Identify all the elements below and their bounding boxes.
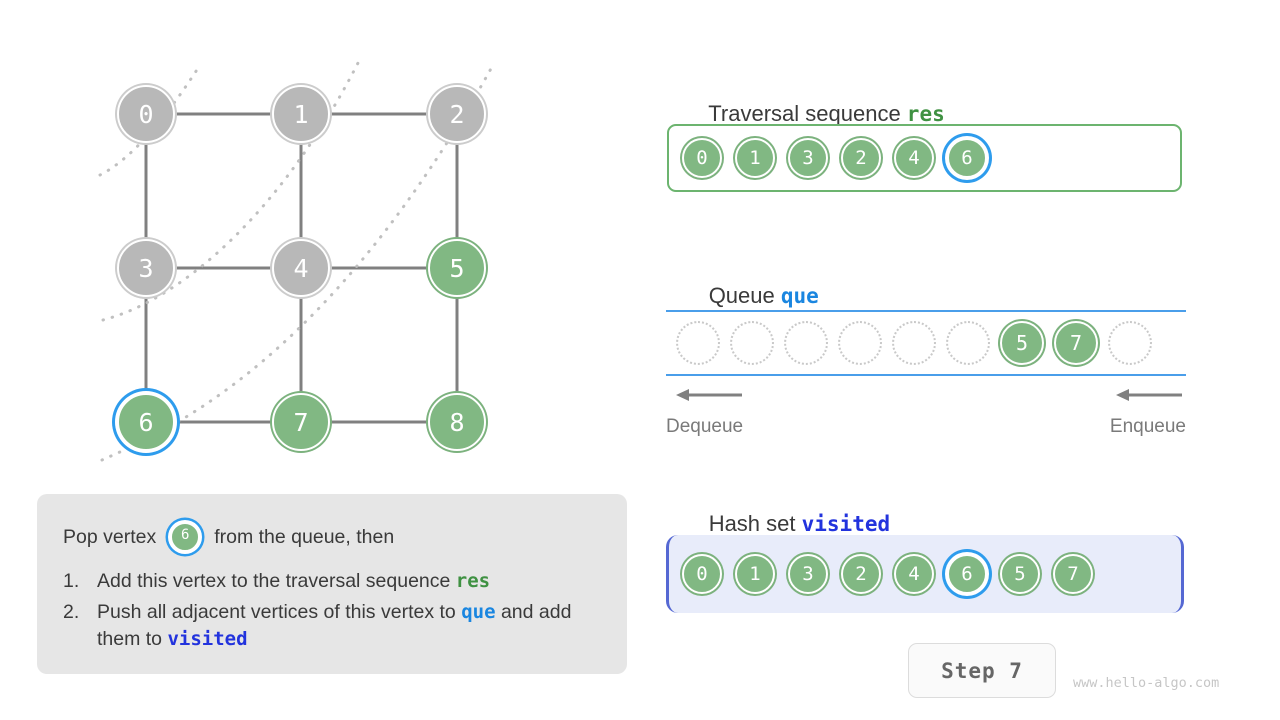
queue-rail-bottom — [666, 374, 1186, 376]
res-item-3[interactable]: 2 — [841, 138, 881, 178]
description-step-text: Add this vertex to the traversal sequenc… — [97, 570, 491, 592]
code-token-visited: visited — [167, 628, 248, 650]
from-queue-text: from the queue, then — [214, 525, 395, 548]
graph-node-5[interactable]: 5 — [428, 239, 486, 297]
description-step-number: 2. — [63, 601, 80, 623]
queue-slot-empty-0[interactable] — [676, 321, 720, 365]
graph-node-4[interactable]: 4 — [272, 239, 330, 297]
hashset-item-2[interactable]: 3 — [788, 554, 828, 594]
res-item-5[interactable]: 6 — [947, 138, 987, 178]
res-item-1[interactable]: 1 — [735, 138, 775, 178]
queue-item-6[interactable]: 5 — [1000, 321, 1044, 365]
graph-node-7[interactable]: 7 — [272, 393, 330, 451]
hashset-item-5[interactable]: 6 — [947, 554, 987, 594]
graph-node-3[interactable]: 3 — [117, 239, 175, 297]
graph-node-8[interactable]: 8 — [428, 393, 486, 451]
queue-slot-empty-2[interactable] — [784, 321, 828, 365]
enqueue-label: Enqueue — [1109, 416, 1186, 437]
queue-slot-empty-8[interactable] — [1108, 321, 1152, 365]
res-section-title: Traversal sequence res — [672, 75, 945, 153]
description-step-text: Push all adjacent vertices of this verte… — [97, 601, 572, 650]
res-item-0[interactable]: 0 — [682, 138, 722, 178]
queue-slot-empty-5[interactable] — [946, 321, 990, 365]
dequeue-arrow-icon — [676, 389, 742, 401]
graph-node-1[interactable]: 1 — [272, 85, 330, 143]
queue-title-text: Queue — [708, 283, 781, 308]
queue-title-code: que — [780, 284, 819, 308]
code-token-res: res — [455, 570, 491, 592]
watermark: www.hello-algo.com — [1073, 675, 1220, 691]
hashset-item-3[interactable]: 2 — [841, 554, 881, 594]
queue-rail-top — [666, 310, 1186, 312]
graph-node-6[interactable]: 6 — [117, 393, 175, 451]
graph-node-2[interactable]: 2 — [428, 85, 486, 143]
queue-item-7[interactable]: 7 — [1054, 321, 1098, 365]
description-line-1: Pop vertex 6 from the queue, then — [63, 520, 601, 554]
queue-slot-empty-1[interactable] — [730, 321, 774, 365]
description-step-1: 1. Add this vertex to the traversal seque… — [63, 568, 601, 595]
hashset-item-7[interactable]: 7 — [1053, 554, 1093, 594]
queue-section-title: Queue que — [672, 257, 819, 335]
pop-vertex-text: Pop vertex — [63, 525, 157, 548]
step-badge: Step 7 — [908, 643, 1056, 698]
description-steps-list: 1. Add this vertex to the traversal seque… — [63, 568, 601, 653]
hashset-section-title: Hash set visited — [672, 485, 890, 563]
queue-slot-empty-4[interactable] — [892, 321, 936, 365]
res-title-code: res — [906, 102, 945, 126]
dequeue-label: Dequeue — [666, 416, 744, 437]
res-item-2[interactable]: 3 — [788, 138, 828, 178]
graph-node-0[interactable]: 0 — [117, 85, 175, 143]
queue-slot-empty-3[interactable] — [838, 321, 882, 365]
hashset-item-6[interactable]: 5 — [1000, 554, 1040, 594]
res-title-text: Traversal sequence — [708, 101, 907, 126]
popped-vertex-badge: 6 — [170, 522, 201, 552]
description-step-number: 1. — [63, 570, 80, 592]
hashset-item-0[interactable]: 0 — [682, 554, 722, 594]
hashset-item-1[interactable]: 1 — [735, 554, 775, 594]
hashset-item-4[interactable]: 4 — [894, 554, 934, 594]
code-token-que: que — [461, 601, 496, 623]
enqueue-arrow-icon — [1116, 389, 1182, 401]
hashset-title-text: Hash set — [708, 511, 802, 536]
hashset-title-code: visited — [801, 512, 891, 536]
description-step-2: 2. Push all adjacent vertices of this ver… — [63, 599, 601, 653]
graph-panel: 0 1 2 3 4 5 6 7 8 — [0, 0, 620, 470]
description-box: Pop vertex 6 from the queue, then 1. Add … — [37, 494, 627, 674]
res-item-4[interactable]: 4 — [894, 138, 934, 178]
